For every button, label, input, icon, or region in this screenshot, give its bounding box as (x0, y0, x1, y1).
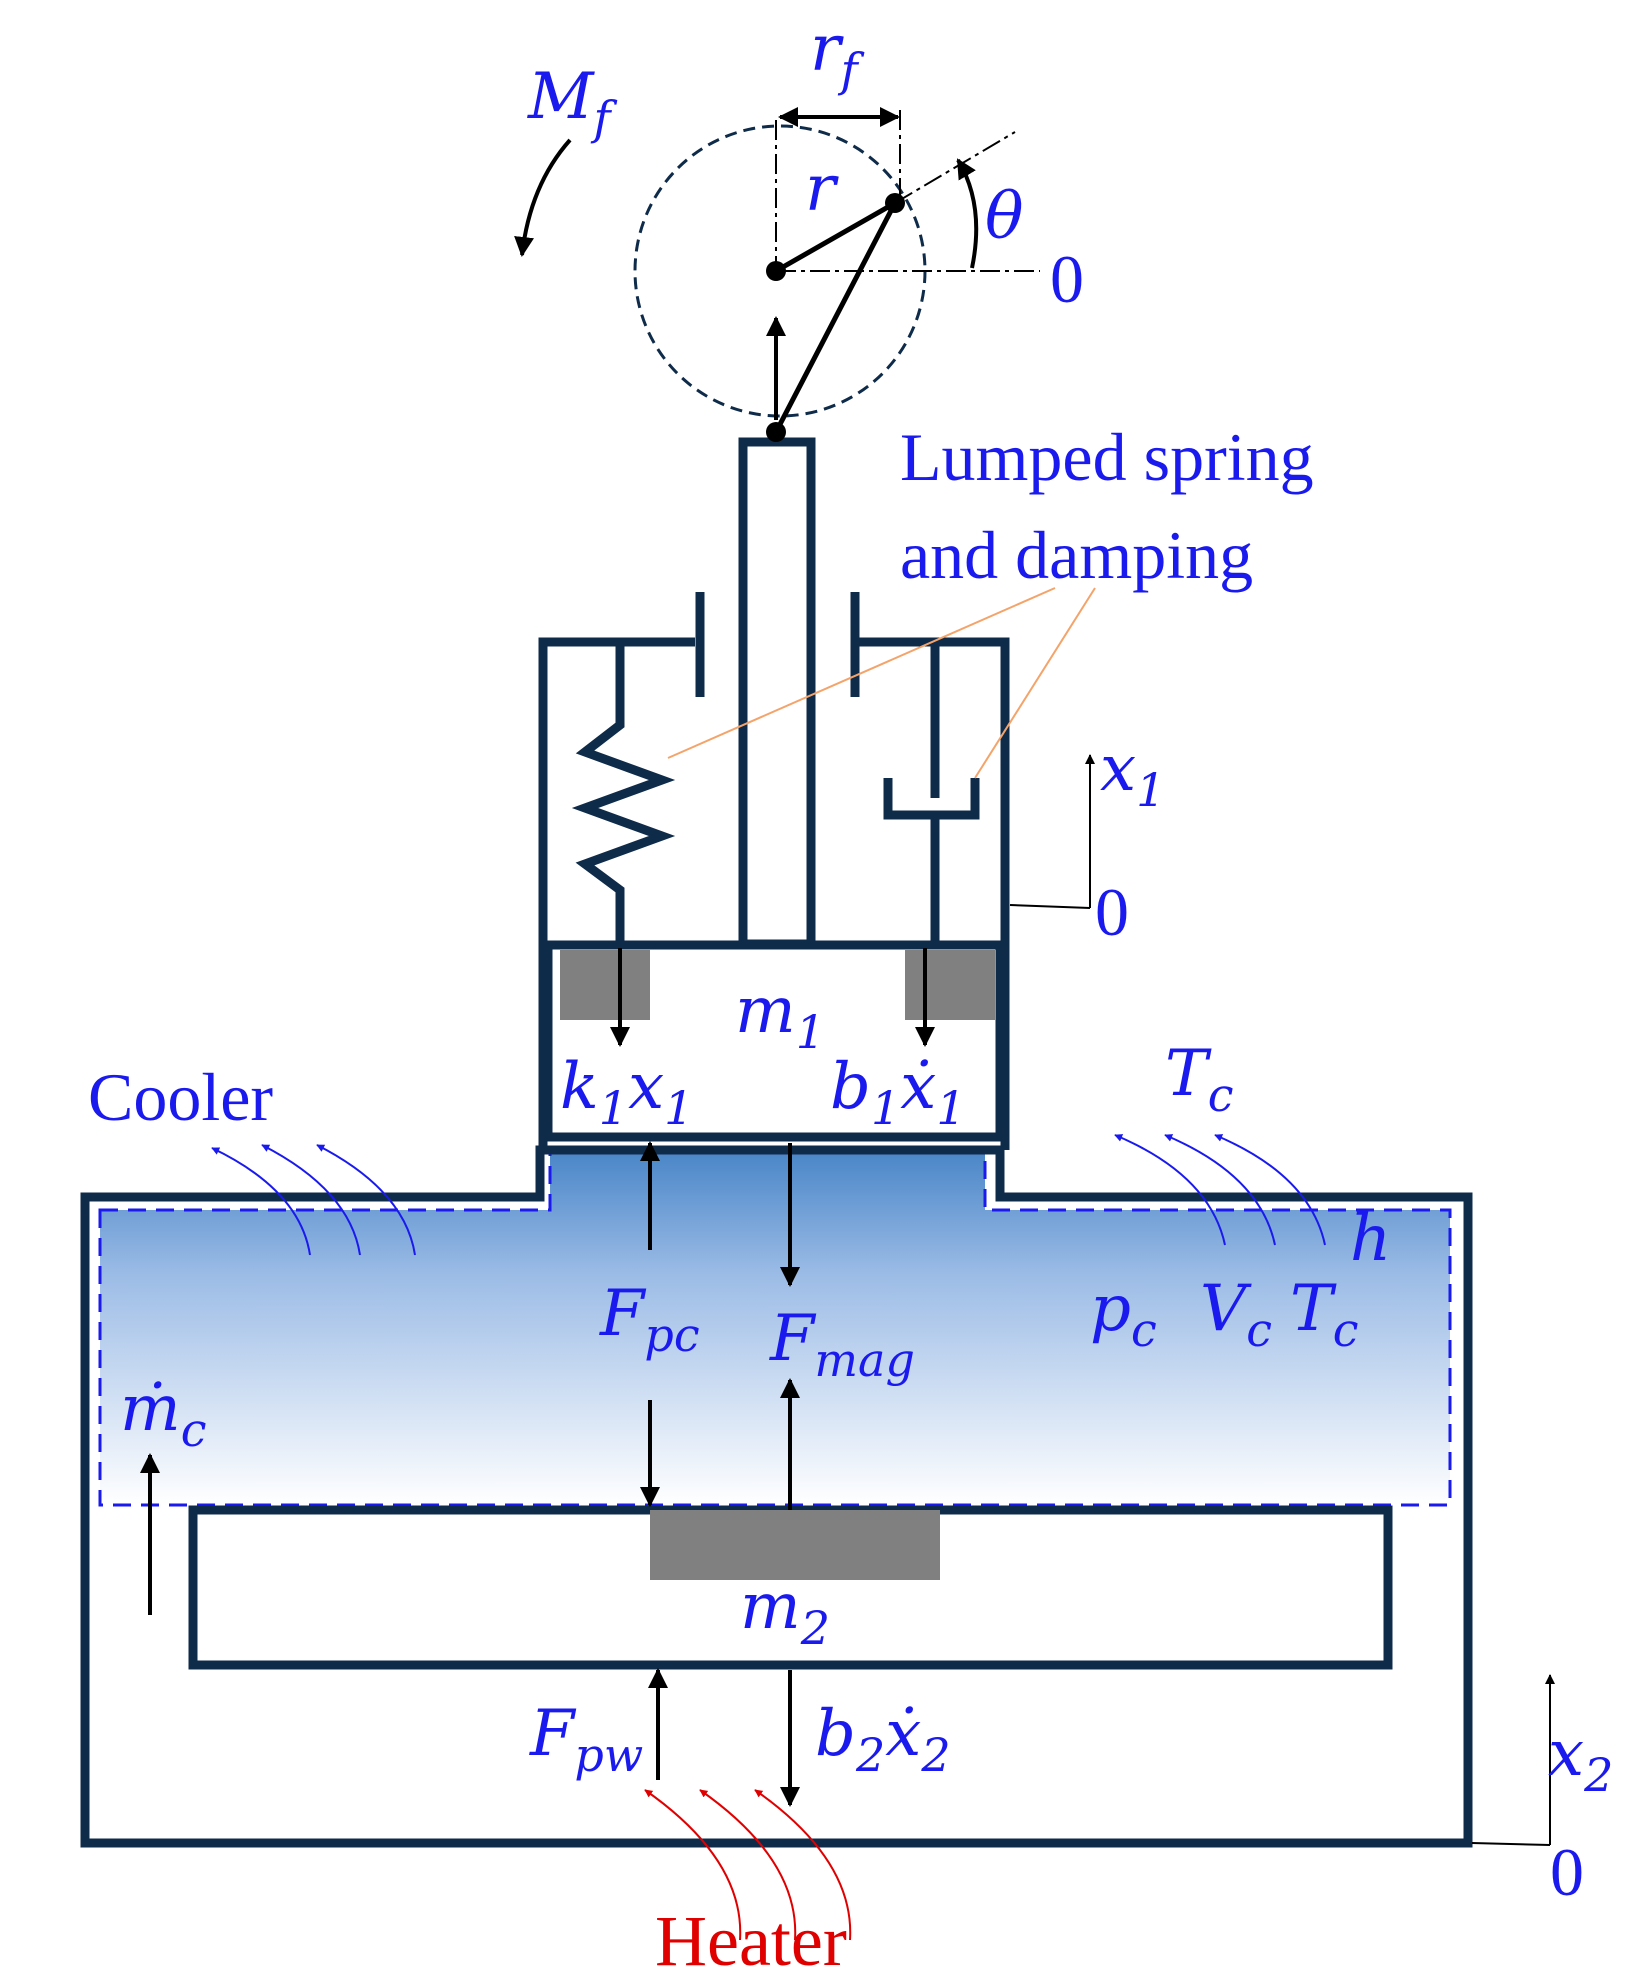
spring (571, 642, 676, 945)
label-cooler: Cooler (88, 1059, 273, 1135)
theta-arc (956, 158, 979, 269)
x2-axis-leader (1471, 1842, 1551, 1846)
label-fmag: Fmag (769, 1302, 915, 1387)
label-h: h (1350, 1202, 1391, 1276)
label-mdot: ṁc (120, 1372, 206, 1457)
label-fpc: Fpc (599, 1277, 700, 1362)
mass-block-displacer (650, 1510, 940, 1580)
label-spring-damping-1: Lumped spring (900, 419, 1314, 495)
mass-block-right (905, 950, 995, 1020)
crank-ref-angle (894, 131, 1016, 204)
label-theta: θ (985, 180, 1024, 254)
label-radius-f: rf (810, 12, 865, 97)
cooler-heat-right-3 (1214, 1134, 1326, 1246)
piston-rod (738, 437, 816, 949)
engine-housing (80, 1145, 1473, 1848)
label-k1x1: k1x1 (560, 1050, 693, 1135)
crank-arm (774, 200, 897, 274)
heater-arrow-2 (699, 1789, 797, 1941)
leader-damper (974, 587, 1096, 779)
mass-block-left (560, 950, 650, 1020)
label-zero-x2: 0 (1550, 1834, 1584, 1910)
label-zero-x1: 0 (1095, 874, 1129, 950)
label-m1: m1 (735, 974, 825, 1059)
label-x2: x2 (1548, 1717, 1613, 1802)
label-m2: m2 (740, 1570, 830, 1655)
cooler-heat-right-2 (1164, 1134, 1276, 1246)
label-b1x1: b1ẋ1 (830, 1050, 966, 1135)
cooler-heat-left-3 (316, 1144, 416, 1256)
crank-center (766, 261, 786, 281)
label-radius: r (805, 152, 839, 226)
cooler-heat-left-1 (211, 1147, 311, 1256)
label-spring-damping-2: and damping (900, 517, 1253, 593)
label-fpw: Fpw (529, 1697, 643, 1782)
x1-axis-leader (1009, 904, 1091, 909)
gas-volume (98, 1150, 1452, 1507)
label-pc: pc (1090, 1272, 1157, 1357)
label-heater: Heater (655, 1901, 847, 1981)
moment-arc (514, 138, 572, 257)
label-zero-theta: 0 (1050, 241, 1084, 317)
cooler-heat-left-2 (261, 1144, 361, 1256)
rod-pin (766, 422, 786, 442)
label-vc: Vc (1200, 1272, 1272, 1357)
leader-spring (667, 587, 1056, 759)
heater-arrow-3 (754, 1789, 852, 1941)
power-piston (543, 940, 1005, 1142)
label-tc-top: Tc (1165, 1037, 1233, 1122)
upper-cylinder-box (538, 637, 1010, 1150)
heater-arrow-1 (644, 1789, 742, 1941)
crank-rod (773, 201, 898, 434)
label-b2x2: b2ẋ2 (815, 1697, 951, 1782)
crank-pin (885, 193, 905, 213)
cooler-heat-right-1 (1114, 1134, 1226, 1246)
label-moment: Mf (527, 60, 618, 145)
damper (883, 642, 980, 945)
label-tc: Tc (1290, 1272, 1358, 1357)
label-x1: x1 (1100, 732, 1165, 817)
